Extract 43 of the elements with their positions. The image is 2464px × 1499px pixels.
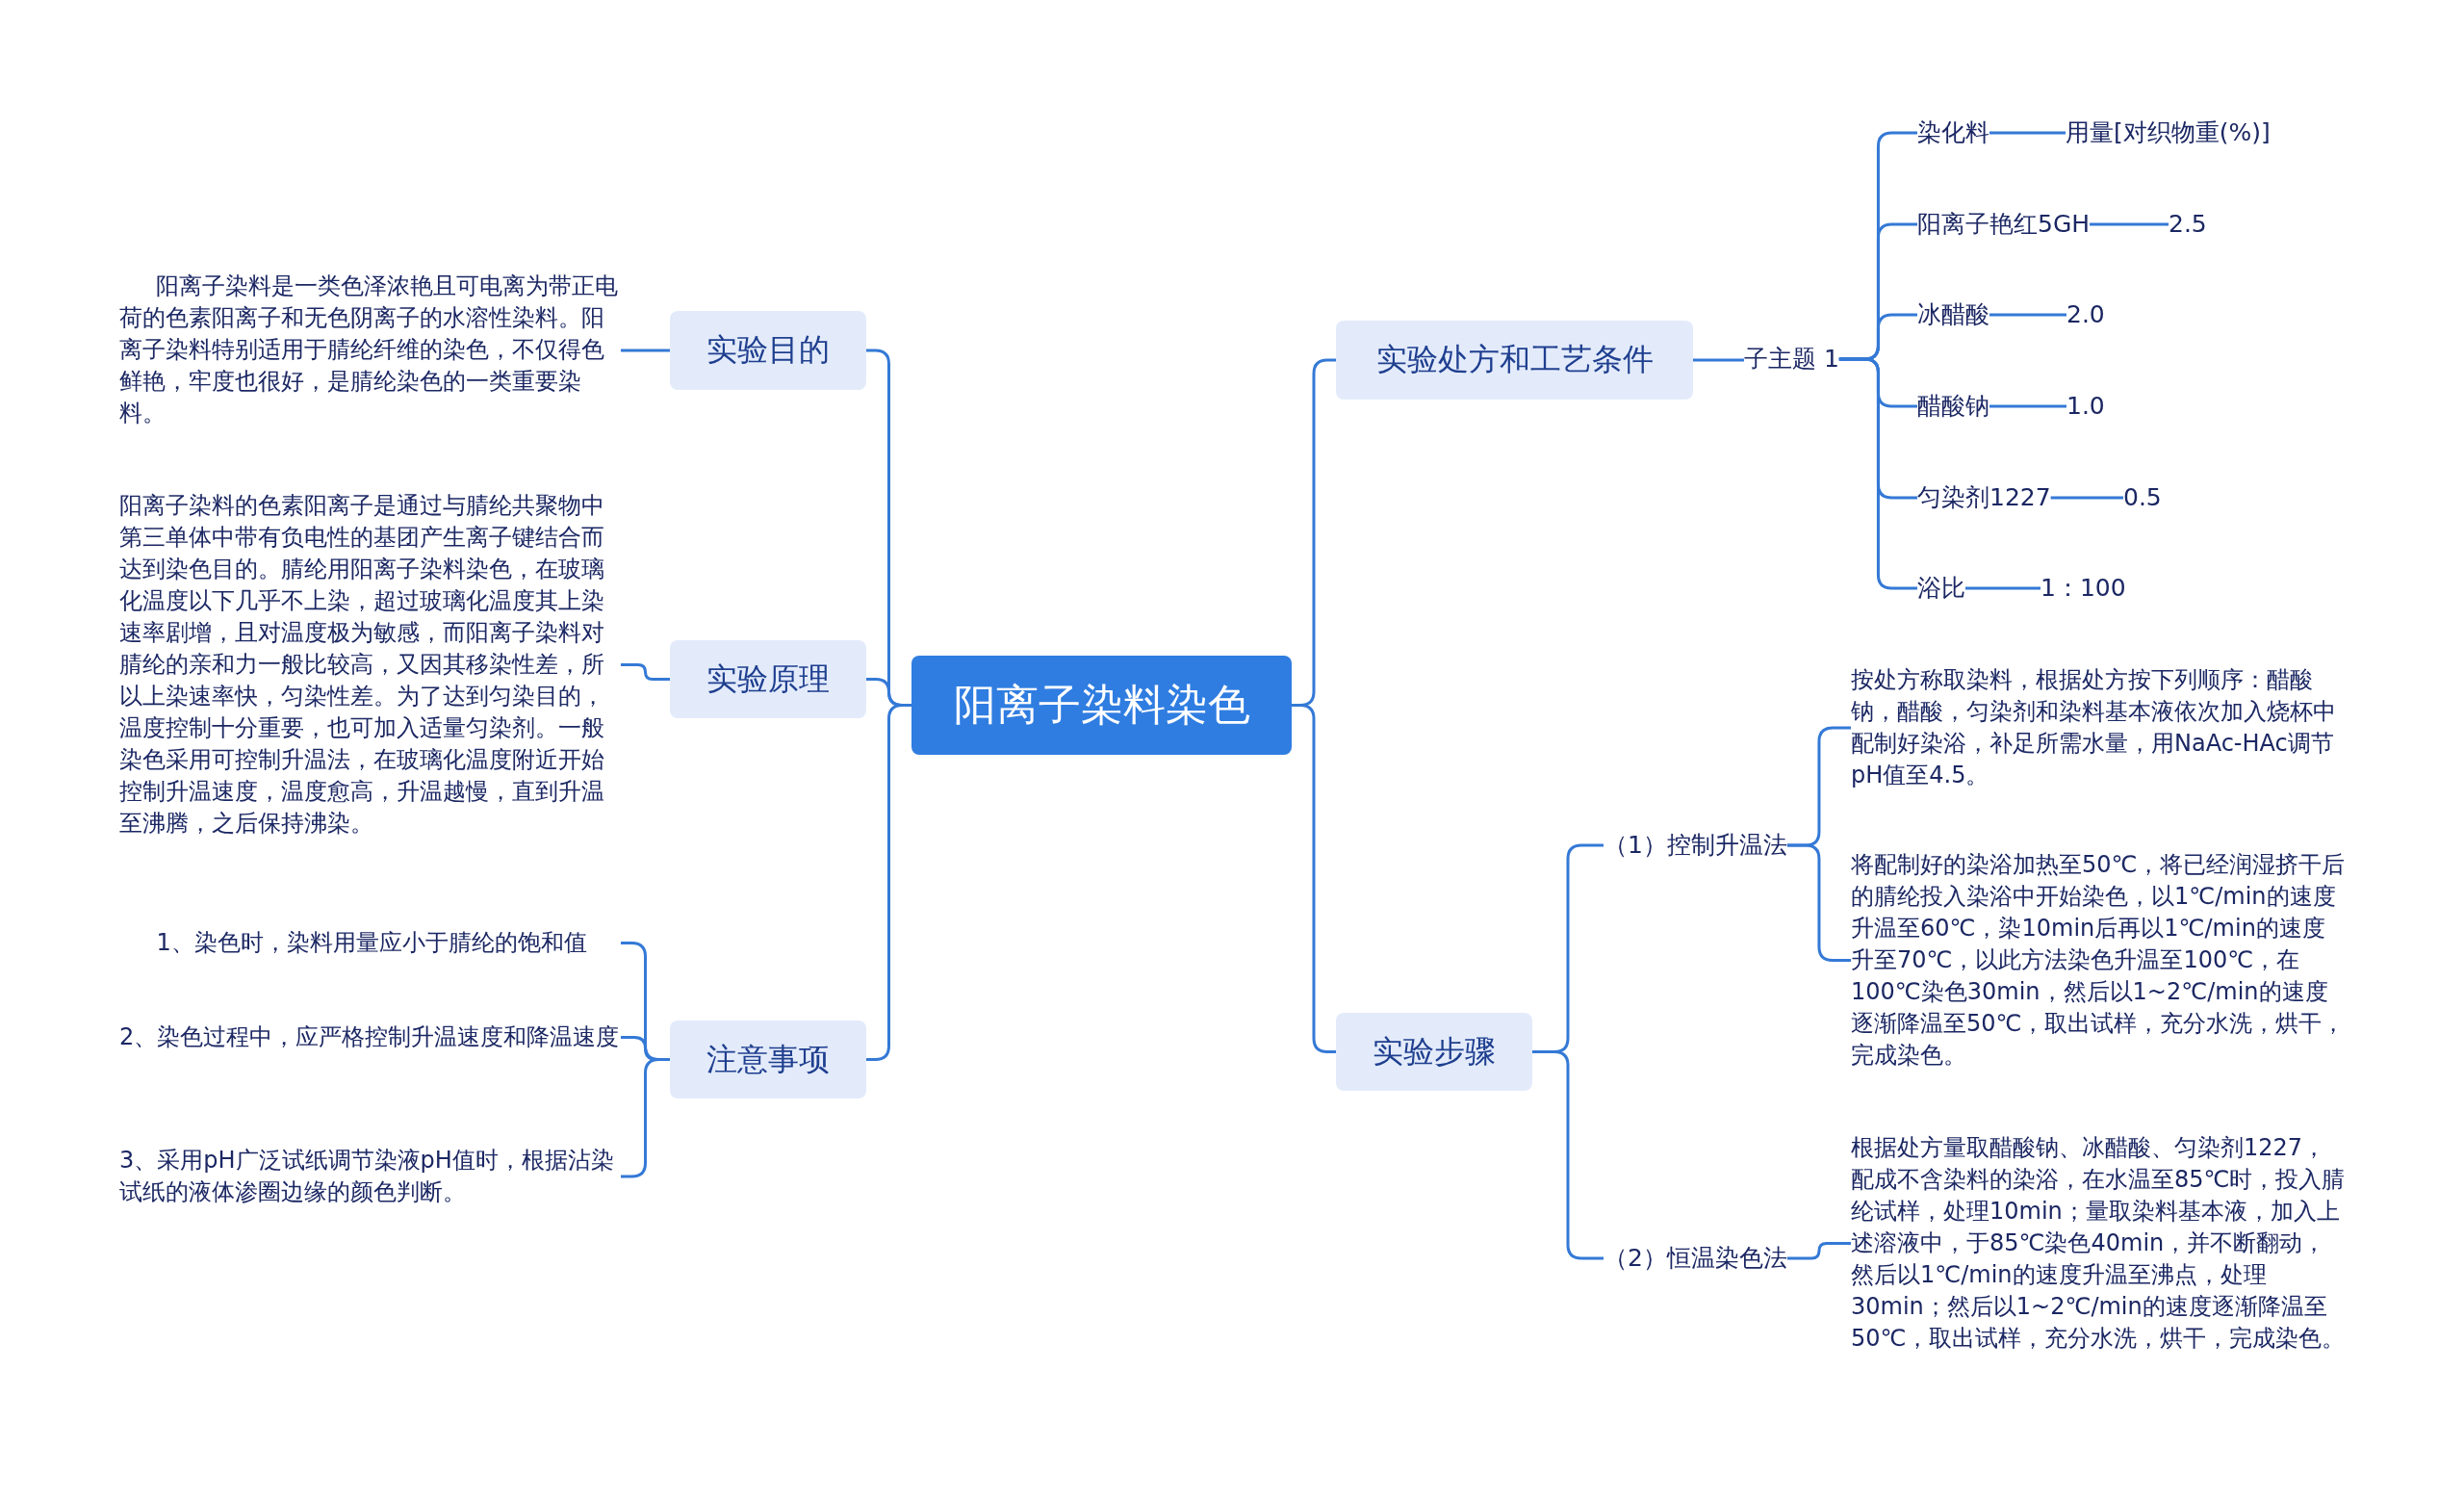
connector-line [1532, 1050, 1604, 1260]
central-topic-box: 阳离子染料染色 [911, 656, 1292, 755]
topic-paragraph: 阳离子染料的色素阳离子是通过与腈纶共聚物中第三单体中带有负电性的基团产生离子键结合而达到染色目的。腈纶用阳离子染料染色，在玻璃化温度以下几乎不上染，超过玻璃化温度其上染速率剧增，且对温度极为敏感，而阳离子染料对腈纶的亲和力一般比较高，又因其移染性差，所以上染速率快，匀染性差。为了达到匀染目的，温度控制十分重要，也可加入适量匀染剂。一般染色采用可控制升温法，在玻璃化温度附近开始控制升温速度，温度愈高，升温越慢，直到升温至沸腾，之后保持沸染。 [119, 490, 621, 840]
topic-paragraph: 3、采用pH广泛试纸调节染液pH值时，根据沾染试纸的液体渗圈边缘的颜色判断。 [119, 1145, 621, 1208]
connector-line [2090, 222, 2169, 226]
topic-label: 匀染剂1227 [1917, 481, 2051, 514]
topic-label: 染化料 [1917, 116, 1989, 149]
topic-label: 2.0 [2066, 298, 2105, 331]
topic-label: 冰醋酸 [1917, 298, 1989, 331]
connector-line [621, 663, 670, 681]
topic-paragraph: 1、染色时，染料用量应小于腈纶的饱和值 [119, 927, 621, 959]
connector-line [621, 349, 670, 352]
topic-box: 实验原理 [670, 640, 866, 718]
topic-paragraph: 根据处方量取醋酸钠、冰醋酸、匀染剂1227，配成不含染料的染浴，在水温至85℃时，投入腈纶试样，处理10min；量取染料基本液，加入上述溶液中，于85℃染色40min，并不断翻动，然后以1℃/min的速度升温至沸点，处理30min；然后以1~2℃/min的速度逐渐降温至50℃，取出试样，充分水洗，烘干，完成染色。 [1851, 1132, 2347, 1355]
connector-line [1838, 357, 1917, 590]
topic-label: 子主题 1 [1744, 343, 1839, 375]
connector-line [1989, 404, 2066, 408]
topic-label: 2.5 [2169, 208, 2207, 241]
topic-paragraph: 2、染色过程中，应严格控制升温速度和降温速度 [119, 1021, 621, 1053]
topic-label: 0.5 [2123, 481, 2162, 514]
connector-line [1786, 1242, 1851, 1260]
topic-paragraph: 按处方称取染料，根据处方按下列顺序：醋酸钠，醋酸，匀染剂和染料基本液依次加入烧杯中配制好染浴，补足所需水量，用NaAc-HAc调节pH值至4.5。 [1851, 664, 2347, 791]
topic-label: （2）恒温染色法 [1604, 1242, 1787, 1275]
topic-paragraph: 将配制好的染浴加热至50℃，将已经润湿挤干后的腈纶投入染浴中开始染色，以1℃/min的速度升温至60℃，染10min后再以1℃/min的速度升至70℃，以此方法染色升温至100℃，在100℃染色30min，然后以1~2℃/min的速度逐渐降温至50℃，取出试样，充分水洗，烘干，完成染色。 [1851, 849, 2347, 1072]
connector-line [1965, 586, 2040, 590]
topic-box: 实验处方和工艺条件 [1336, 321, 1693, 400]
topic-label: 1：100 [2040, 572, 2126, 605]
topic-label: 阳离子艳红5GH [1917, 208, 2091, 241]
topic-label: 用量[对织物重(%)] [2066, 116, 2271, 149]
topic-label: 醋酸钠 [1917, 390, 1989, 423]
topic-label: 浴比 [1917, 572, 1965, 605]
topic-box: 注意事项 [670, 1021, 866, 1098]
connector-line [866, 704, 911, 1061]
connector-line [1292, 704, 1336, 1053]
connector-line [1693, 358, 1744, 362]
topic-box: 实验步骤 [1336, 1013, 1532, 1091]
connector-line [2050, 496, 2123, 500]
topic-paragraph: 阳离子染料是一类色泽浓艳且可电离为带正电荷的色素阳离子和无色阴离子的水溶性染料。阳离子染料特别适用于腈纶纤维的染色，不仅得色鲜艳，牢度也很好，是腈纶染色的一类重要染料。 [119, 271, 621, 429]
connector-line [1989, 313, 2066, 317]
topic-label: （1）控制升温法 [1604, 829, 1787, 862]
topic-box: 实验目的 [670, 311, 866, 390]
connector-line [1989, 131, 2066, 135]
topic-label: 1.0 [2066, 390, 2105, 423]
